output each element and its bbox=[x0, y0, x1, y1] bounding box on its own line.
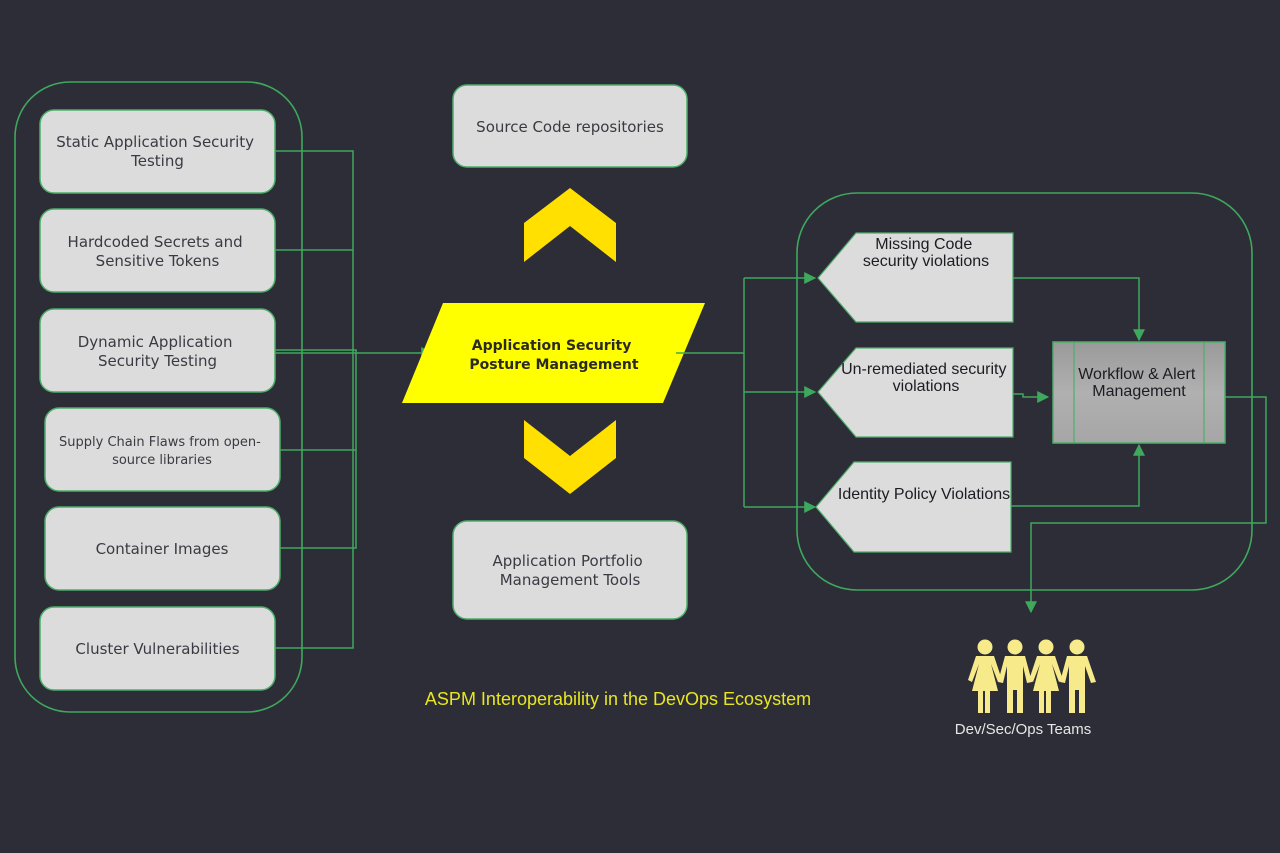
node-label: Cluster Vulnerabilities bbox=[75, 640, 239, 658]
violation-node-unremediated[interactable]: Un-remediated security violations bbox=[817, 347, 1014, 438]
node-label: Workflow & Alert bbox=[1078, 366, 1196, 383]
node-label: Management bbox=[1092, 383, 1186, 400]
workflow-node[interactable]: Workflow & Alert Management bbox=[1052, 341, 1226, 444]
upstream-node-source-code[interactable]: Source Code repositories bbox=[452, 84, 688, 168]
chevron-down-icon bbox=[524, 420, 616, 494]
node-label: security violations bbox=[863, 253, 989, 270]
violation-node-identity[interactable]: Identity Policy Violations bbox=[815, 461, 1012, 553]
node-label: Application Security bbox=[472, 338, 632, 354]
svg-text:Supply Chain Flaws from open-: Supply Chain Flaws from open- source lib… bbox=[59, 435, 265, 468]
source-node-containers[interactable]: Container Images bbox=[44, 506, 281, 591]
svg-text:Container Images: Container Images bbox=[96, 540, 229, 558]
node-label: Management Tools bbox=[500, 571, 641, 589]
node-label: source libraries bbox=[112, 453, 212, 468]
downstream-node-portfolio[interactable]: Application Portfolio Management Tools bbox=[452, 520, 688, 620]
hub-connectors bbox=[676, 272, 817, 513]
node-label: Identity Policy Violations bbox=[838, 486, 1010, 503]
svg-text:Static Application Security: Static Application Security Testing bbox=[56, 133, 259, 170]
svg-text:Cluster Vulnerabilities: Cluster Vulnerabilities bbox=[75, 640, 239, 658]
source-node-dast[interactable]: Dynamic Application Security Testing bbox=[39, 308, 276, 393]
source-node-sast[interactable]: Static Application Security Testing bbox=[39, 109, 276, 194]
diagram-caption: ASPM Interoperability in the DevOps Ecos… bbox=[425, 689, 811, 709]
node-label: Application Portfolio bbox=[492, 552, 642, 570]
svg-text:Hardcoded Secrets and Se: Hardcoded Secrets and Sensitive Tokens bbox=[68, 233, 248, 270]
people-group-icon bbox=[968, 639, 1096, 713]
workflow-connectors bbox=[1011, 277, 1267, 614]
chevron-up-icon bbox=[524, 188, 616, 262]
node-label: Static Application Security bbox=[56, 133, 254, 151]
svg-text:Un-remediated security v: Un-remediated security violations bbox=[841, 361, 1011, 395]
source-node-cluster[interactable]: Cluster Vulnerabilities bbox=[39, 606, 276, 691]
svg-text:Dynamic Application Secu: Dynamic Application Security Testing bbox=[78, 333, 238, 370]
node-label: violations bbox=[893, 378, 960, 395]
node-label: Container Images bbox=[96, 540, 229, 558]
node-label: Testing bbox=[130, 152, 184, 170]
svg-text:Missing Code security vi: Missing Code security violations bbox=[863, 236, 989, 270]
source-connectors bbox=[275, 150, 434, 649]
violation-node-missing-code[interactable]: Missing Code security violations bbox=[817, 232, 1014, 323]
source-node-secrets[interactable]: Hardcoded Secrets and Sensitive Tokens bbox=[39, 208, 276, 293]
svg-text:Workflow & Alert Managem: Workflow & Alert Management bbox=[1078, 366, 1200, 400]
node-label: Missing Code bbox=[875, 236, 972, 253]
source-node-supply-chain[interactable]: Supply Chain Flaws from open- source lib… bbox=[44, 407, 281, 492]
teams-label: Dev/Sec/Ops Teams bbox=[955, 721, 1091, 738]
svg-text:Identity Policy Violations: Identity Policy Violations bbox=[838, 486, 1010, 503]
hub-node-aspm[interactable]: Application Security Posture Management bbox=[402, 303, 705, 403]
node-label: Source Code repositories bbox=[476, 118, 664, 136]
sources-group bbox=[14, 81, 303, 713]
node-label: Security Testing bbox=[98, 352, 217, 370]
node-label: Posture Management bbox=[469, 357, 639, 373]
node-label: Hardcoded Secrets and bbox=[68, 233, 243, 251]
node-label: Dynamic Application bbox=[78, 333, 233, 351]
node-label: Un-remediated security bbox=[841, 361, 1006, 378]
svg-text:Source Code repositories: Source Code repositories bbox=[476, 118, 664, 136]
svg-text:Application Security Pos: Application Security Posture Management bbox=[469, 338, 639, 373]
node-label: Sensitive Tokens bbox=[96, 252, 220, 270]
svg-text:Application Portfolio Ma: Application Portfolio Management Tools bbox=[492, 552, 647, 589]
node-label: Supply Chain Flaws from open- bbox=[59, 435, 261, 450]
